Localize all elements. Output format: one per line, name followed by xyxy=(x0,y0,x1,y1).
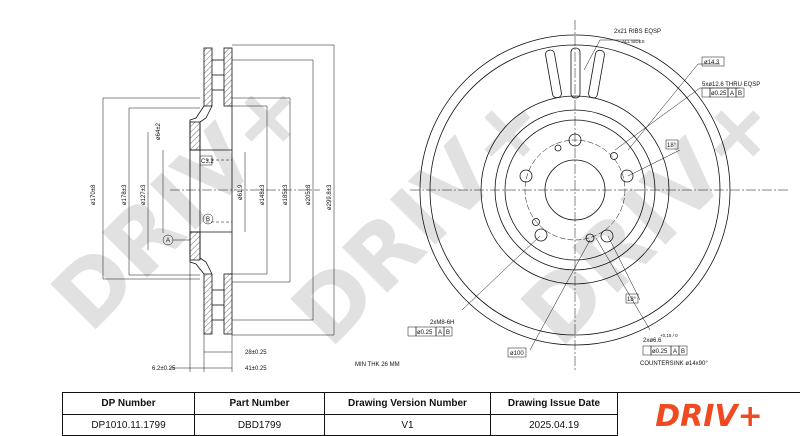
tol-1-datum-b: B xyxy=(738,91,742,97)
tolerance-frame-1: ø0.25 A B xyxy=(701,87,745,98)
tolerance-frame-3: ø0.25 A B xyxy=(642,345,688,356)
diameter-dimension-lines xyxy=(102,44,335,336)
brand-logo-text: DRIV+ xyxy=(655,399,763,432)
dim-dia-299: ø299.8±3 xyxy=(327,184,333,210)
section-view: ø170±8 ø178±3 ø127±3 ø64±2 ø61.9 ø148±3 … xyxy=(91,44,335,372)
datum-b: B xyxy=(206,217,210,223)
hole-dia-note: ø14.3 xyxy=(704,60,720,66)
angle-2: 18° xyxy=(627,297,637,303)
friction-inner-edge xyxy=(480,95,670,285)
tol-3-value: ø0.25 xyxy=(652,349,668,355)
leader-lines xyxy=(461,39,740,351)
min-thickness-note: MIN THK 26 MM xyxy=(355,362,400,368)
tol-1-value: ø0.25 xyxy=(711,91,727,97)
title-block: DP Number Part Number Drawing Version Nu… xyxy=(62,392,800,436)
drawing-version-header: Drawing Version Number xyxy=(325,393,491,415)
drawing-version-value: V1 xyxy=(325,415,491,436)
part-number-header: Part Number xyxy=(195,393,325,415)
pcd-note: ø100 xyxy=(510,351,524,357)
part-number-value: DBD1799 xyxy=(195,415,325,436)
drawing-issue-date-header: Drawing Issue Date xyxy=(491,393,618,415)
dim-dia-64: ø64±2 xyxy=(156,122,162,140)
centre-bore xyxy=(544,159,606,221)
angle-1: 18° xyxy=(667,143,677,149)
dim-thickness: 28±0.25 xyxy=(245,350,267,356)
vent-note-sub: ALL SIDES xyxy=(622,39,645,44)
bolt-holes xyxy=(519,133,634,243)
dim-hub-offset: 6.2±0.25 xyxy=(152,366,176,372)
brand-logo-svg: DRIV+ xyxy=(655,399,763,432)
vent-slots xyxy=(545,47,605,99)
dim-dia-205: ø205±8 xyxy=(306,184,312,205)
hole-2-note: 2xø6.6 xyxy=(643,338,662,344)
drawing-issue-date-value: 2025.04.19 xyxy=(491,415,618,436)
dim-dia-170: ø170±8 xyxy=(91,184,97,205)
front-view: 2x21 RIBS EQSP ALL SIDES ø14.3 5xø12.6 T… xyxy=(407,20,790,370)
brand-logo: DRIV+ xyxy=(618,393,800,436)
dim-dia-127: ø127±3 xyxy=(141,184,147,205)
disc-outer-edge xyxy=(419,34,731,346)
dim-dia-61: ø61.9 xyxy=(238,184,244,200)
dp-number-header: DP Number xyxy=(62,393,195,415)
dim-overall-height: 41±0.25 xyxy=(245,366,267,372)
tol-3-datum-b: B xyxy=(681,349,685,355)
vent-note: 2x21 RIBS EQSP xyxy=(614,29,661,35)
dp-number-value: DP1010.11.1799 xyxy=(62,415,195,436)
tol-2-datum-b: B xyxy=(446,330,450,336)
title-block-grid: DP Number Part Number Drawing Version Nu… xyxy=(62,393,618,436)
hole-2-tolerance: +0.15 / 0 xyxy=(660,333,678,338)
disc-section xyxy=(189,47,233,335)
bolt-circle-note: 5xø12.6 THRU EQSP xyxy=(702,82,760,88)
tol-1-datum-a: A xyxy=(730,91,734,97)
chamfer-label: C3.2 xyxy=(201,159,214,165)
dim-dia-178: ø178±3 xyxy=(122,184,128,205)
dim-dia-148: ø148±3 xyxy=(260,184,266,205)
tol-2-value: ø0.25 xyxy=(417,330,433,336)
countersink-note: COUNTERSINK ø14x90° xyxy=(640,361,708,367)
dim-dia-185: ø185±3 xyxy=(283,184,289,205)
thread-note: 2xM8-6H xyxy=(430,320,454,326)
datum-a: A xyxy=(166,238,170,244)
technical-drawing: DRIV+ DRIV+ DRIV+ xyxy=(32,20,798,372)
tolerance-frame-2: ø0.25 A B xyxy=(407,326,453,337)
tol-2-datum-a: A xyxy=(438,330,442,336)
tol-3-datum-a: A xyxy=(673,349,677,355)
watermark-text-2: DRIV+ xyxy=(272,69,568,365)
